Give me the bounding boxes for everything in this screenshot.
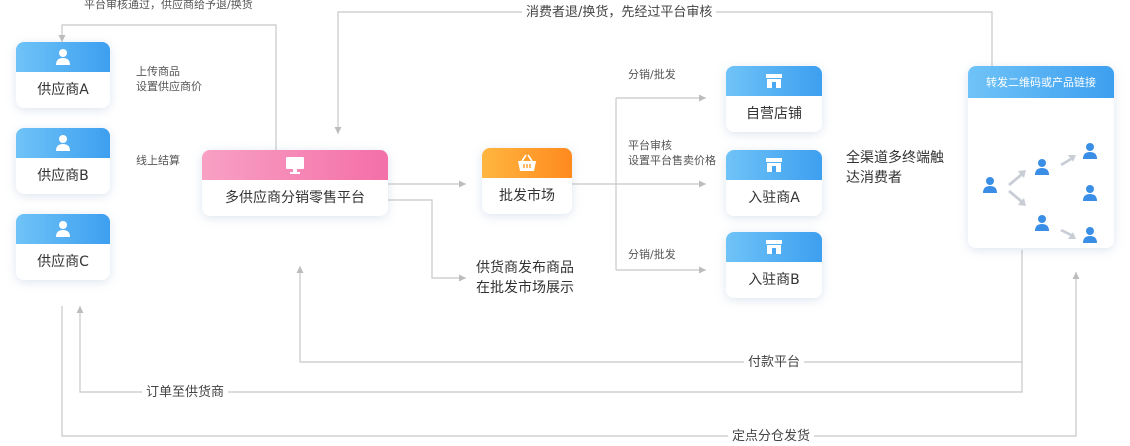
annotation-top-center: 消费者退/换货，先经过平台审核 bbox=[522, 3, 717, 22]
annotation-publish-1: 供货商发布商品 bbox=[476, 260, 574, 276]
supplier-head bbox=[16, 214, 110, 244]
annotation-delivery: 定点分仓发货 bbox=[728, 427, 815, 446]
store-head bbox=[726, 232, 822, 262]
platform-label: 多供应商分销零售平台 bbox=[225, 190, 365, 206]
annotation-order: 订单至供货商 bbox=[142, 383, 229, 402]
annotation-publish-2: 在批发市场展示 bbox=[476, 280, 574, 296]
annotation-upload-1: 上传商品 bbox=[136, 65, 180, 78]
market-card[interactable]: 批发市场 bbox=[482, 148, 572, 214]
store-head bbox=[726, 66, 822, 96]
annotation-review-2: 设置平台售卖价格 bbox=[628, 154, 716, 167]
annotation-upload-2: 设置供应商价 bbox=[136, 80, 202, 93]
platform-card[interactable]: 多供应商分销零售平台 bbox=[202, 150, 388, 216]
store-label: 入驻商A bbox=[748, 190, 800, 206]
basket-icon bbox=[518, 154, 536, 171]
store-card-b[interactable]: 入驻商B bbox=[726, 232, 822, 298]
annotation-online-settle: 线上结算 bbox=[136, 154, 180, 167]
annotation-review-1: 平台审核 bbox=[628, 139, 672, 152]
shop-icon bbox=[766, 158, 782, 172]
market-label: 批发市场 bbox=[499, 188, 555, 204]
share-panel-title: 转发二维码或产品链接 bbox=[968, 66, 1114, 98]
annotation-distribute-1: 分销/批发 bbox=[628, 68, 676, 81]
monitor-icon bbox=[286, 157, 304, 174]
supplier-card-c[interactable]: 供应商C bbox=[16, 214, 110, 280]
supplier-card-a[interactable]: 供应商A bbox=[16, 42, 110, 108]
platform-head bbox=[202, 150, 388, 180]
shop-icon bbox=[766, 74, 782, 88]
supplier-person-icon bbox=[56, 135, 70, 151]
annotation-channels-2: 达消费者 bbox=[846, 170, 902, 186]
supplier-label: 供应商A bbox=[37, 82, 89, 98]
annotation-channels-1: 全渠道多终端触 bbox=[846, 150, 944, 166]
annotation-distribute-2: 分销/批发 bbox=[628, 248, 676, 261]
share-panel[interactable]: 转发二维码或产品链接 bbox=[968, 66, 1114, 248]
store-card-self[interactable]: 自营店铺 bbox=[726, 66, 822, 132]
supplier-person-icon bbox=[56, 49, 70, 65]
annotation-payment: 付款平台 bbox=[744, 353, 805, 372]
annotation-top-left: 平台审核通过，供应商给予退/换货 bbox=[84, 0, 253, 11]
supplier-card-b[interactable]: 供应商B bbox=[16, 128, 110, 194]
shop-icon bbox=[766, 240, 782, 254]
store-label: 入驻商B bbox=[748, 272, 800, 288]
supplier-label: 供应商C bbox=[37, 254, 89, 270]
supplier-person-icon bbox=[56, 221, 70, 237]
supplier-head bbox=[16, 42, 110, 72]
store-label: 自营店铺 bbox=[746, 106, 802, 122]
people-network-icon bbox=[983, 143, 1097, 243]
market-head bbox=[482, 148, 572, 178]
store-head bbox=[726, 150, 822, 180]
supplier-label: 供应商B bbox=[37, 168, 89, 184]
supplier-head bbox=[16, 128, 110, 158]
store-card-a[interactable]: 入驻商A bbox=[726, 150, 822, 216]
